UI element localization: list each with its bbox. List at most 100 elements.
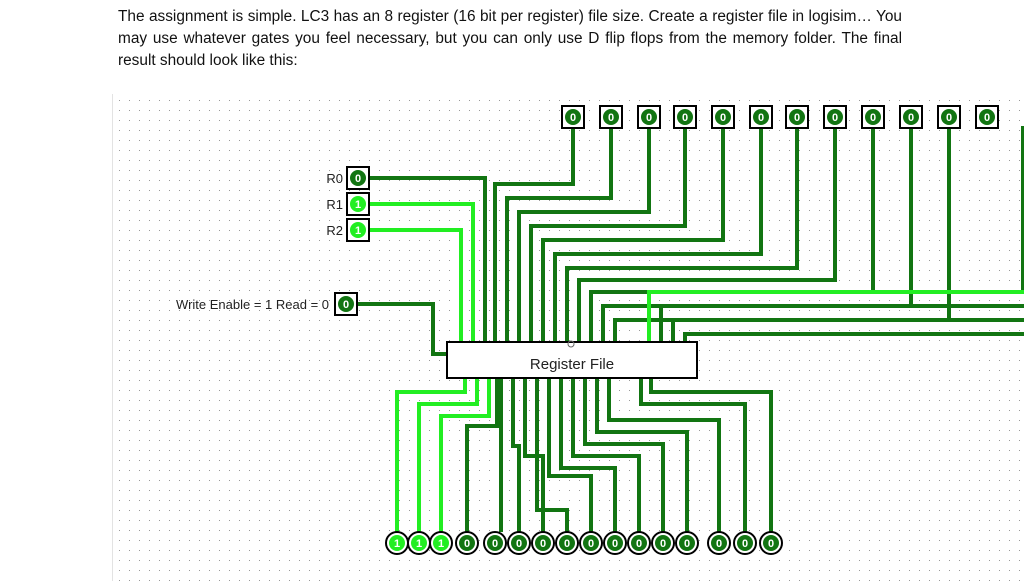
pin-led xyxy=(350,196,366,212)
pin-led xyxy=(753,109,769,125)
wire-data-in-14 xyxy=(671,318,1024,344)
select-pin-label-r1: R1 xyxy=(326,197,343,212)
data-output-pin-10: 0 xyxy=(627,531,651,555)
wire-data-in-1 xyxy=(505,126,613,344)
pin-led xyxy=(865,109,881,125)
pin-value: 0 xyxy=(720,112,726,124)
pin-value: 1 xyxy=(355,199,361,211)
output-value: 0 xyxy=(464,538,470,550)
output-led xyxy=(679,535,695,551)
data-output-pin-3: 0 xyxy=(455,531,479,555)
output-value: 1 xyxy=(438,538,444,550)
wire-data-in-12 xyxy=(647,290,1024,344)
pin-value: 0 xyxy=(984,112,990,124)
pin-value: 0 xyxy=(946,112,952,124)
pin-led xyxy=(603,109,619,125)
register-file-block[interactable]: Register File xyxy=(446,341,698,379)
output-value: 0 xyxy=(516,538,522,550)
output-led xyxy=(583,535,599,551)
output-led xyxy=(737,535,753,551)
pin-value: 0 xyxy=(646,112,652,124)
register-file-label: Register File xyxy=(530,356,614,373)
wire-data-in-5 xyxy=(553,126,763,344)
output-value: 0 xyxy=(540,538,546,550)
data-output-pin-7: 0 xyxy=(555,531,579,555)
data-input-pin-11[interactable]: 0 xyxy=(975,105,999,129)
wire-data-out-7 xyxy=(535,376,569,532)
output-value: 0 xyxy=(564,538,570,550)
wire-data-out-0 xyxy=(395,376,467,532)
write-enable-pin[interactable]: 0 xyxy=(334,292,358,316)
wire-data-out-11 xyxy=(583,376,665,532)
wire-data-out-6 xyxy=(523,376,545,532)
data-input-pin-1[interactable]: 0 xyxy=(599,105,623,129)
wire-select-r0 xyxy=(365,176,487,344)
data-output-pin-11: 0 xyxy=(651,531,675,555)
data-input-pin-6[interactable]: 0 xyxy=(785,105,809,129)
wire-data-in-3 xyxy=(529,126,687,344)
wire-data-out-1 xyxy=(417,376,479,532)
pin-value: 0 xyxy=(832,112,838,124)
wire-data-in-15 xyxy=(683,332,1024,344)
data-input-pin-10[interactable]: 0 xyxy=(937,105,961,129)
data-input-pin-9[interactable]: 0 xyxy=(899,105,923,129)
wire-data-in-8 xyxy=(589,126,875,344)
wire-data-out-8 xyxy=(547,376,593,532)
select-pin-r1[interactable]: 1 xyxy=(346,192,370,216)
data-output-pin-14: 0 xyxy=(733,531,757,555)
output-value: 0 xyxy=(636,538,642,550)
wire-data-in-6 xyxy=(565,126,799,344)
pin-led xyxy=(677,109,693,125)
assignment-text: The assignment is simple. LC3 has an 8 r… xyxy=(118,8,902,69)
wire-data-in-13 xyxy=(659,304,1024,344)
pin-led xyxy=(338,296,354,312)
select-pin-r0[interactable]: 0 xyxy=(346,166,370,190)
register-file-box[interactable] xyxy=(446,341,698,379)
output-led xyxy=(559,535,575,551)
output-value: 0 xyxy=(684,538,690,550)
data-output-pin-0: 1 xyxy=(385,531,409,555)
pin-value: 0 xyxy=(758,112,764,124)
wire-data-in-10 xyxy=(613,126,951,344)
wire-data-out-13 xyxy=(607,376,721,532)
data-input-pin-2[interactable]: 0 xyxy=(637,105,661,129)
pin-led xyxy=(827,109,843,125)
pin-led xyxy=(641,109,657,125)
pin-led xyxy=(715,109,731,125)
wires xyxy=(355,126,1024,532)
wire-data-out-3 xyxy=(465,376,499,532)
output-value: 0 xyxy=(612,538,618,550)
output-led xyxy=(389,535,405,551)
select-pin-r2[interactable]: 1 xyxy=(346,218,370,242)
wire-data-in-2 xyxy=(517,126,651,344)
data-input-pin-7[interactable]: 0 xyxy=(823,105,847,129)
data-input-pin-0[interactable]: 0 xyxy=(561,105,585,129)
wire-select-r2 xyxy=(365,228,463,344)
output-led xyxy=(535,535,551,551)
wire-data-out-5 xyxy=(511,376,521,532)
pin-value: 0 xyxy=(355,173,361,185)
output-led xyxy=(487,535,503,551)
wire-select-r1 xyxy=(365,202,475,344)
output-led xyxy=(763,535,779,551)
output-led xyxy=(655,535,671,551)
output-value: 0 xyxy=(768,538,774,550)
pin-led xyxy=(565,109,581,125)
data-input-pin-4[interactable]: 0 xyxy=(711,105,735,129)
data-input-pin-3[interactable]: 0 xyxy=(673,105,697,129)
wire-data-out-10 xyxy=(571,376,641,532)
output-led xyxy=(631,535,647,551)
output-value: 1 xyxy=(416,538,422,550)
data-output-pin-4: 0 xyxy=(483,531,507,555)
data-output-pin-2: 1 xyxy=(429,531,453,555)
data-output-pin-15: 0 xyxy=(759,531,783,555)
wire-data-in-4 xyxy=(541,126,725,344)
data-input-pin-5[interactable]: 0 xyxy=(749,105,773,129)
pointer-cursor-icon xyxy=(567,340,575,348)
wire-data-out-2 xyxy=(439,376,491,532)
pin-value: 0 xyxy=(870,112,876,124)
data-input-pin-8[interactable]: 0 xyxy=(861,105,885,129)
data-output-pin-8: 0 xyxy=(579,531,603,555)
